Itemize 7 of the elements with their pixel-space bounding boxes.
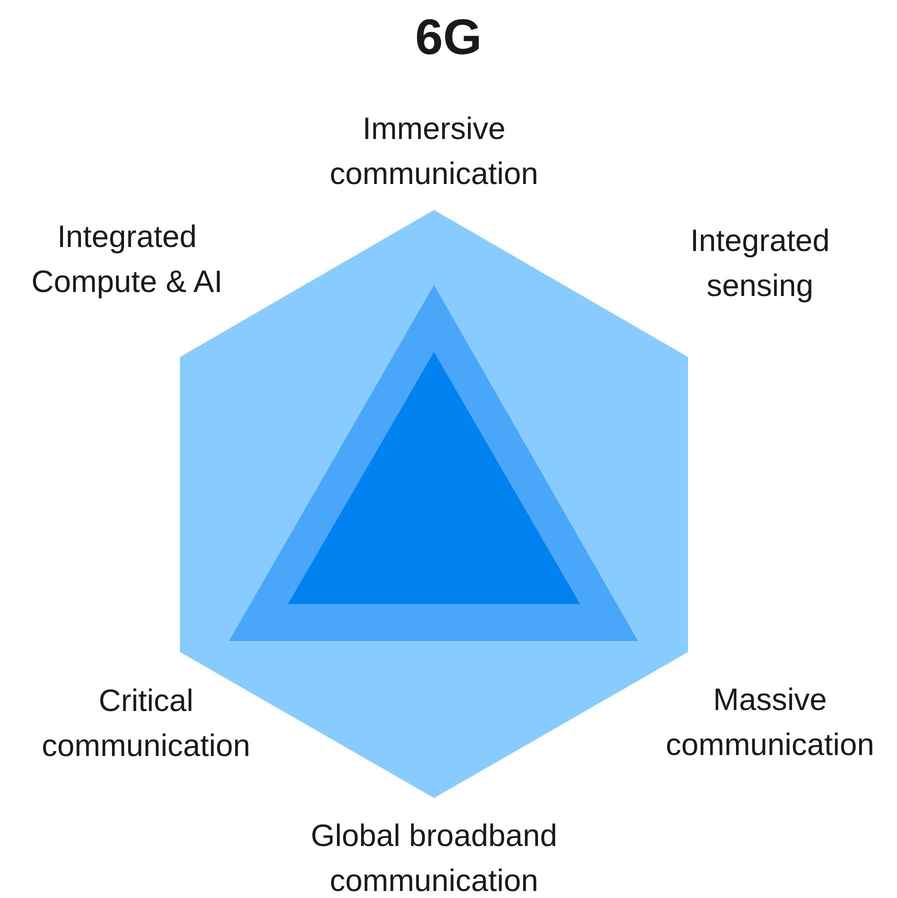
diagram-title: 6G [414, 8, 483, 66]
vertex-label: Integrated sensing [689, 222, 831, 305]
vertex-label: Massive communication [664, 681, 876, 764]
vertex-label: Integrated Compute & AI [30, 218, 224, 301]
vertex-label: Global broadband communication [310, 817, 558, 898]
vertex-label: Immersive communication [328, 110, 540, 193]
vertex-label: Critical communication [40, 682, 252, 765]
